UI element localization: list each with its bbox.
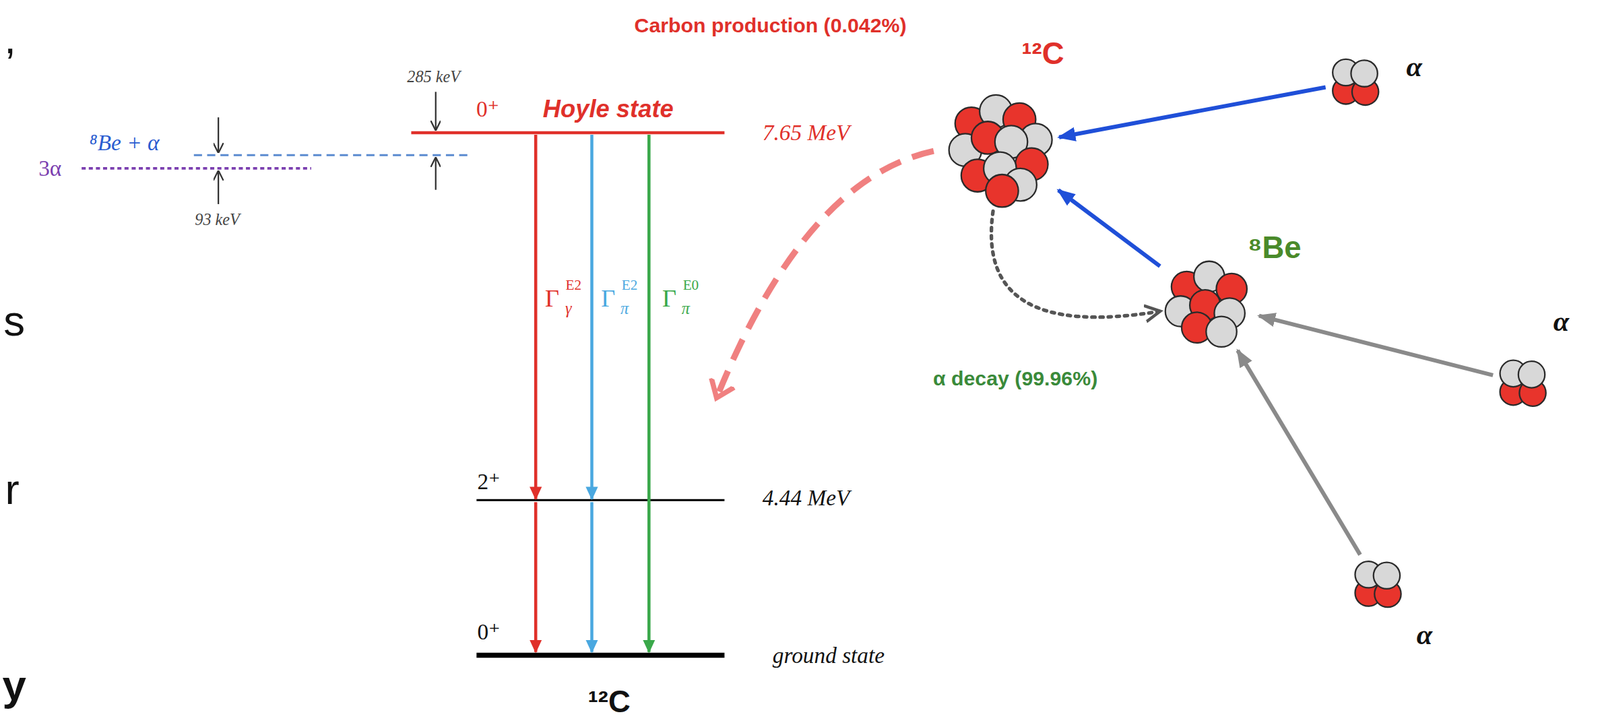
gap-arrow [435, 158, 437, 190]
neutron [1205, 316, 1237, 347]
level-energy: 4.44 MeV [762, 485, 851, 511]
fusion-arrow [1059, 86, 1326, 137]
cut-text: , [4, 14, 17, 64]
fusion-arrow [1259, 315, 1493, 376]
cut-text: y [2, 660, 27, 711]
width-superscript: E2 [565, 277, 582, 294]
carbon-production-note: Carbon production (0.042%) [634, 13, 907, 38]
be-alpha-threshold [194, 154, 470, 157]
spin-parity: 0⁺ [476, 618, 500, 645]
beryllium-nucleus: ⁸Be [1163, 259, 1256, 347]
edge-label: α decay (99.96%) [933, 367, 1098, 391]
spin-parity: 0⁺ [476, 96, 500, 122]
energy-gap: 285 keV [406, 68, 461, 87]
gamma-transition [534, 134, 538, 500]
ground-level [476, 652, 725, 659]
fusion-arrow [1237, 350, 1361, 555]
nucleon-cluster [1352, 558, 1404, 610]
neutron [1518, 361, 1545, 388]
width-symbol: Γ [662, 284, 677, 314]
nucleon-cluster [1163, 259, 1256, 347]
nucleus-name: ¹²C [588, 684, 631, 720]
decay-arrow [991, 210, 1160, 317]
nucleus-label: ¹²C [1021, 36, 1064, 72]
alpha-particle: α [1496, 357, 1549, 409]
neutron [1373, 562, 1400, 589]
gap-arrow [435, 91, 437, 130]
proton [985, 174, 1018, 207]
three-alpha-threshold [81, 167, 312, 170]
alpha-particle: α [1329, 55, 1382, 108]
level-name: ground state [772, 642, 885, 668]
nucleon-cluster [1329, 55, 1382, 108]
alpha-particle: α [1352, 558, 1404, 610]
gamma-transition [534, 501, 538, 653]
first-excited-level [476, 499, 725, 502]
fusion-arrow [1058, 189, 1161, 267]
carbon-production-arrow [717, 150, 934, 397]
level-energy: 7.65 MeV [762, 119, 851, 146]
width-superscript: E0 [683, 277, 700, 294]
e0-transition [647, 134, 651, 653]
nucleus-label: ⁸Be [1247, 230, 1302, 266]
spin-parity: 2⁺ [476, 468, 500, 495]
width-subscript: π [620, 299, 629, 319]
hoyle-level [410, 131, 725, 135]
width-symbol: Γ [545, 284, 560, 314]
nucleus-label: α [1406, 51, 1423, 85]
carbon-nucleus: ¹²C [949, 88, 1056, 208]
pair-transition [590, 501, 594, 653]
threshold-name: ⁸Be + α [89, 130, 159, 156]
nucleus-label: α [1416, 618, 1433, 652]
nucleus-label: α [1553, 305, 1570, 339]
width-subscript: γ [565, 299, 572, 319]
state-name: Hoyle state [542, 94, 674, 124]
pair-transition [590, 134, 594, 500]
cut-text: r [5, 464, 20, 515]
nucleon-cluster [1496, 357, 1549, 409]
width-symbol: Γ [600, 284, 616, 314]
gap-arrow [217, 117, 219, 152]
gap-arrow [217, 171, 219, 204]
threshold-name: 3α [38, 155, 62, 182]
cut-text: s [3, 297, 25, 347]
neutron [1350, 59, 1378, 87]
width-subscript: π [681, 299, 690, 319]
energy-gap: 93 keV [194, 210, 240, 230]
width-superscript: E2 [621, 277, 638, 294]
nucleon-cluster [949, 88, 1056, 208]
